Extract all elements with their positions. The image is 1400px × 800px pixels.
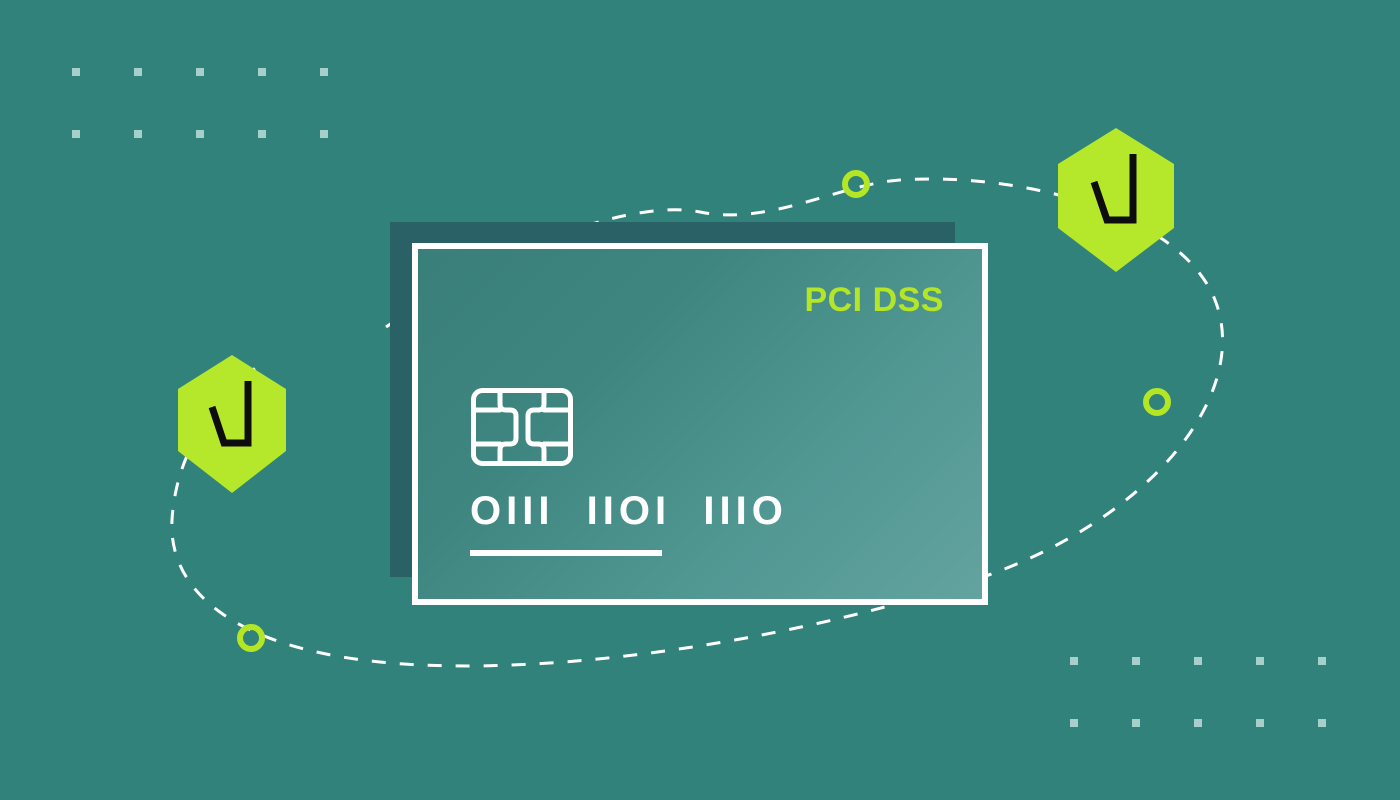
grid-dot [196, 130, 204, 138]
card-brand-label: PCI DSS [804, 281, 944, 319]
shield-check-icon [1058, 128, 1174, 272]
grid-dot [320, 68, 328, 76]
grid-dot [1318, 719, 1326, 727]
grid-dot [1318, 657, 1326, 665]
card-strip [470, 550, 662, 556]
grid-dot [1256, 657, 1264, 665]
grid-dot [1194, 719, 1202, 727]
shield-check-icon [178, 355, 286, 493]
grid-dot [1132, 719, 1140, 727]
grid-dot [72, 68, 80, 76]
grid-dot [134, 68, 142, 76]
grid-dot [134, 130, 142, 138]
grid-dot [258, 68, 266, 76]
grid-dot [1194, 657, 1202, 665]
grid-dot [1070, 657, 1078, 665]
credit-card: PCI DSS OIII IIOI IIIO [412, 243, 988, 605]
grid-dot [258, 130, 266, 138]
emv-chip-icon [471, 388, 573, 466]
grid-dot [72, 130, 80, 138]
grid-dot [1070, 719, 1078, 727]
grid-dot [320, 130, 328, 138]
grid-dot [1256, 719, 1264, 727]
grid-dot [1132, 657, 1140, 665]
card-number-text: OIII IIOI IIIO [470, 489, 788, 533]
grid-dot [196, 68, 204, 76]
